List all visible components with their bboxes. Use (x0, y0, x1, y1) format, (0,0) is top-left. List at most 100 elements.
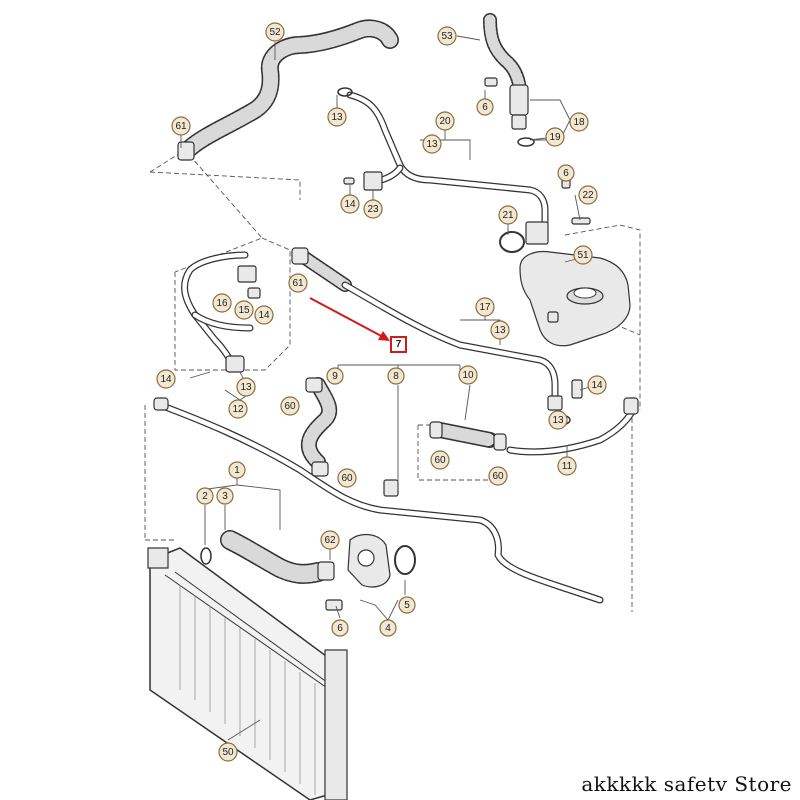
callout-21: 21 (498, 205, 518, 225)
callout-circle (196, 487, 214, 505)
callout-circle (573, 245, 593, 265)
callout-circle (578, 185, 598, 205)
callout-circle (437, 26, 457, 46)
highlight-arrow (309, 297, 390, 341)
callout-circle (288, 273, 308, 293)
callout-62: 62 (320, 530, 340, 550)
callout-number: 61 (292, 278, 304, 289)
callout-number: 13 (426, 139, 438, 150)
callout-6: 6 (557, 164, 575, 182)
callout-number: 62 (324, 535, 336, 546)
callout-9: 9 (326, 367, 344, 385)
callout-circle (398, 596, 416, 614)
callout-number: 14 (591, 380, 603, 391)
callout-circle (557, 456, 577, 476)
callout-number: 23 (367, 204, 379, 215)
callout-number: 2 (202, 491, 208, 502)
callout-circle (228, 399, 248, 419)
callout-circle (475, 297, 495, 317)
hose-1 (200, 530, 335, 584)
callout-circle (171, 116, 191, 136)
callout-18: 18 (569, 112, 589, 132)
callout-23: 23 (363, 199, 383, 219)
callout-number: 60 (341, 473, 353, 484)
callout-circle (156, 369, 176, 389)
hose-52 (177, 19, 399, 161)
callout-number: 60 (434, 455, 446, 466)
callout-number: 22 (582, 190, 594, 201)
callout-11: 11 (557, 456, 577, 476)
callout-circle (498, 205, 518, 225)
callout-14: 14 (340, 194, 360, 214)
callout-number: 6 (337, 623, 343, 634)
callout-3: 3 (216, 487, 234, 505)
callout-number: 13 (494, 325, 506, 336)
hose-53 (483, 13, 535, 147)
callout-circle (218, 742, 238, 762)
callout-number: 60 (492, 471, 504, 482)
callout-13: 13 (490, 320, 510, 340)
callout-17: 17 (475, 297, 495, 317)
callout-number: 1 (234, 465, 240, 476)
callout-15: 15 (234, 300, 254, 320)
pipe-11 (153, 397, 639, 604)
callout-61: 61 (171, 116, 191, 136)
callout-number: 16 (216, 298, 228, 309)
callout-number: 14 (344, 199, 356, 210)
pipe-20 (337, 87, 591, 253)
callout-circle (557, 164, 575, 182)
callout-8: 8 (387, 367, 405, 385)
hose-10 (429, 421, 507, 451)
pipe-12 (181, 251, 261, 373)
callout-circle (216, 487, 234, 505)
callout-14: 14 (254, 305, 274, 325)
callout-circle (265, 22, 285, 42)
callout-circle (234, 300, 254, 320)
callout-20: 20 (435, 111, 455, 131)
callout-13: 13 (422, 134, 442, 154)
callout-circle (236, 377, 256, 397)
callout-13: 13 (327, 107, 347, 127)
callout-13: 13 (548, 410, 568, 430)
callout-number: 17 (479, 302, 491, 313)
callout-circle (569, 112, 589, 132)
callout-60: 60 (280, 396, 300, 416)
callout-13: 13 (236, 377, 256, 397)
callout-number: 10 (462, 370, 474, 381)
callout-number: 18 (573, 117, 585, 128)
callout-circle (488, 466, 508, 486)
callout-circle (490, 320, 510, 340)
callout-60: 60 (488, 466, 508, 486)
callout-1: 1 (228, 461, 246, 479)
callout-number: 50 (222, 747, 234, 758)
callout-number: 21 (502, 210, 514, 221)
callout-6: 6 (331, 619, 349, 637)
callout-number: 15 (238, 305, 250, 316)
callout-60: 60 (430, 450, 450, 470)
callout-circle (548, 410, 568, 430)
callout-circle (379, 619, 397, 637)
callout-number: 11 (562, 461, 573, 472)
callout-number: 5 (404, 600, 410, 611)
callout-number: 52 (269, 27, 281, 38)
callout-number: 53 (441, 31, 453, 42)
callout-circle (476, 98, 494, 116)
callout-circle (340, 194, 360, 214)
callout-5: 5 (398, 596, 416, 614)
callout-53: 53 (437, 26, 457, 46)
callout-number: 20 (439, 116, 451, 127)
callout-10: 10 (458, 365, 478, 385)
callout-number: 6 (482, 102, 488, 113)
callout-61: 61 (288, 273, 308, 293)
callout-4: 4 (379, 619, 397, 637)
callout-circle (430, 450, 450, 470)
callout-52: 52 (265, 22, 285, 42)
callout-circle (254, 305, 274, 325)
callout-14: 14 (156, 369, 176, 389)
callout-7-text: 7 (396, 339, 402, 350)
callout-number: 3 (222, 491, 228, 502)
callout-14: 14 (587, 375, 607, 395)
store-watermark: akkkkk safetv Store (581, 772, 792, 796)
